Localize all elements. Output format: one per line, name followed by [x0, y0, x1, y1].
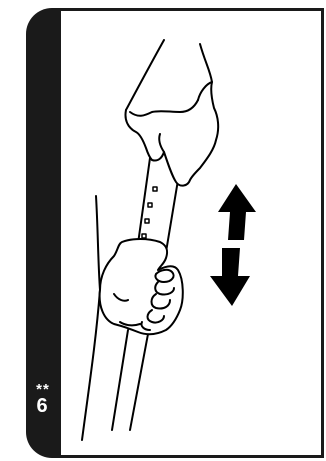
bottom-hand-icon	[100, 239, 183, 334]
double-arrow-icon	[210, 184, 256, 306]
lower-tube	[112, 330, 148, 430]
top-hand-icon	[125, 82, 218, 186]
lower-arm	[82, 196, 100, 440]
